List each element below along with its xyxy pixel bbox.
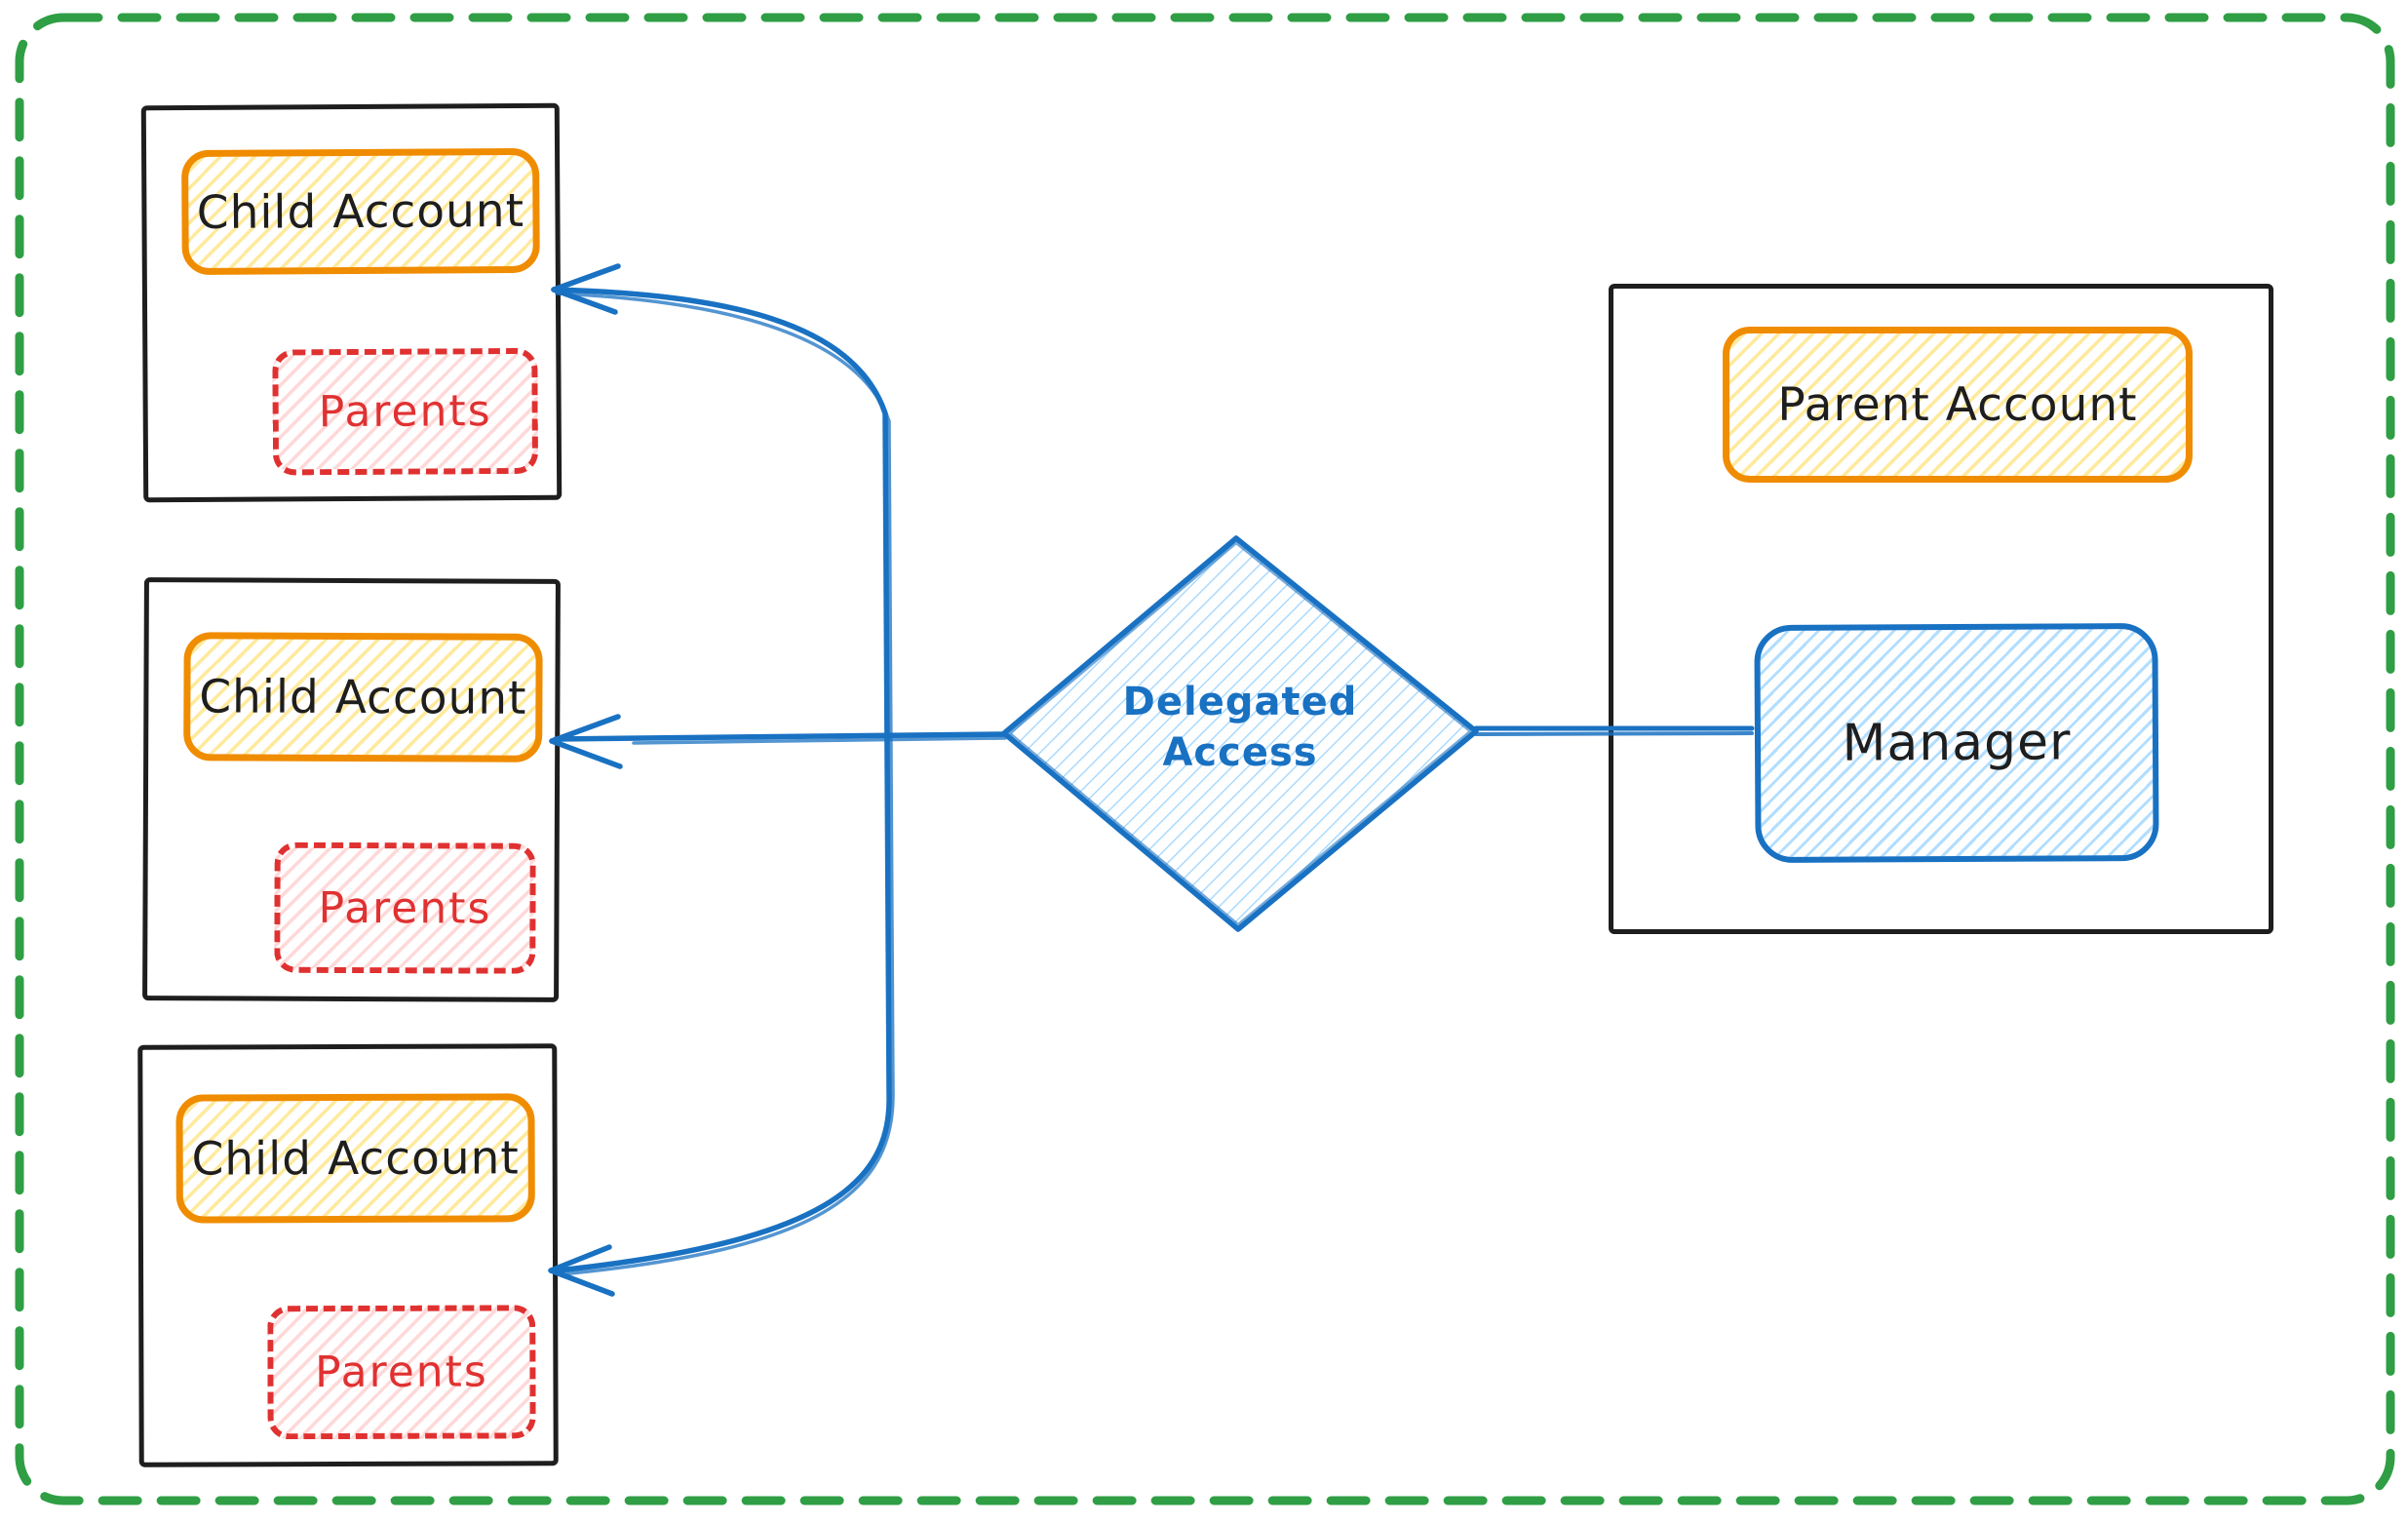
parent-account-pill: Parent Account [1723,327,2193,483]
arrowhead-child-2-icon [549,714,623,769]
arrow-to-child-2 [553,731,1008,745]
child-account-label-1: Child Account [196,183,525,240]
child-account-label-2: Child Account [199,669,527,725]
parents-label-3: Parents [314,1347,488,1398]
delegated-access-line1: Delegated [1122,680,1358,724]
child-account-pill-1: Child Account [181,147,540,276]
parents-box-3: Parents [267,1305,536,1440]
parent-account-label: Parent Account [1777,377,2138,432]
parents-label-2: Parents [318,882,492,934]
parents-box-2: Parents [274,841,536,974]
delegation-trunk-curve [551,287,895,1276]
child-account-label-3: Child Account [191,1130,520,1187]
arrowhead-child-3-icon [548,1244,615,1297]
manager-box: Manager [1754,622,2159,864]
child-account-box-2: Child Account Parents [142,577,561,1002]
child-account-box-3: Child Account Parents [137,1043,559,1467]
child-account-pill-3: Child Account [175,1093,535,1224]
delegated-access-line2: Access [1162,730,1318,775]
manager-label: Manager [1842,713,2072,773]
parents-box-1: Parents [272,347,539,476]
parent-account-box: Parent Account Manager [1609,284,2273,934]
parents-label-1: Parents [318,386,492,438]
child-account-pill-2: Child Account [183,632,543,762]
delegated-access-label: Delegated Access [1084,677,1396,778]
arrowhead-child-1-icon [551,263,621,315]
child-account-box-1: Child Account Parents [140,102,563,503]
